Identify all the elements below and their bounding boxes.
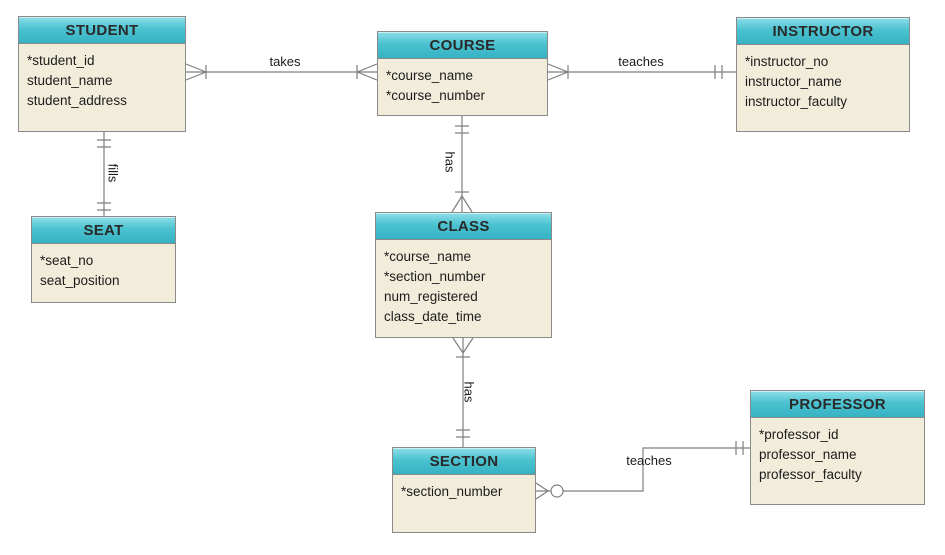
entity-professor[interactable]: PROFESSOR *professor_id professor_name p…	[750, 390, 925, 505]
one-and-only-one-ticks-icon	[735, 441, 744, 455]
entity-instructor-header: INSTRUCTOR	[737, 18, 909, 45]
one-and-only-one-ticks-icon	[456, 429, 470, 438]
attribute-row: seat_position	[40, 273, 120, 288]
attribute-row: *section_number	[384, 269, 486, 284]
entity-section-header: SECTION	[393, 448, 535, 475]
entity-professor-attributes: *professor_id professor_name professor_f…	[751, 418, 924, 485]
relationship-takes[interactable]: takes	[185, 54, 378, 81]
attribute-row: *course_number	[386, 88, 486, 103]
one-and-only-one-ticks-icon	[97, 139, 111, 148]
entity-seat[interactable]: SEAT *seat_no seat_position	[31, 216, 176, 303]
entity-seat-attributes: *seat_no seat_position	[32, 244, 175, 291]
one-and-only-one-ticks-icon	[455, 125, 469, 134]
entity-class-attributes: *course_name *section_number num_registe…	[376, 240, 551, 327]
attribute-row: num_registered	[384, 289, 478, 304]
attribute-row: instructor_name	[745, 74, 842, 89]
entity-seat-title: SEAT	[83, 221, 124, 239]
crowfoot-many-icon	[547, 63, 569, 81]
relationship-teaches-professor[interactable]: teaches	[535, 441, 750, 500]
entity-student-header: STUDENT	[19, 17, 185, 44]
entity-class[interactable]: CLASS *course_name *section_number num_r…	[375, 212, 552, 338]
attribute-row: *student_id	[27, 53, 95, 68]
entity-section-title: SECTION	[429, 452, 499, 470]
crowfoot-many-icon	[356, 63, 378, 81]
relationship-label: has	[462, 382, 477, 403]
relationship-teaches-instructor[interactable]: teaches	[547, 54, 736, 81]
entity-section[interactable]: SECTION *section_number	[392, 447, 536, 533]
one-and-only-one-ticks-icon	[714, 65, 723, 79]
crowfoot-many-icon	[451, 195, 473, 213]
attribute-row: class_date_time	[384, 309, 482, 324]
entity-course-attributes: *course_name *course_number	[378, 59, 547, 106]
zero-optional-circle-icon	[550, 484, 564, 498]
relationship-has-course-class[interactable]: has	[443, 116, 473, 213]
entity-student-attributes: *student_id student_name student_address	[19, 44, 185, 111]
attribute-row: professor_faculty	[759, 467, 862, 482]
relationship-has-class-section[interactable]: has	[452, 337, 477, 447]
attribute-row: *section_number	[401, 484, 503, 499]
entity-course[interactable]: COURSE *course_name *course_number	[377, 31, 548, 116]
entity-seat-header: SEAT	[32, 217, 175, 244]
entity-section-attributes: *section_number	[393, 475, 535, 502]
attribute-row: professor_name	[759, 447, 857, 462]
relationship-label: takes	[269, 54, 301, 69]
entity-instructor-title: INSTRUCTOR	[772, 22, 874, 40]
one-and-only-one-ticks-icon	[97, 202, 111, 211]
entity-course-header: COURSE	[378, 32, 547, 59]
crowfoot-many-icon	[452, 337, 474, 354]
crowfoot-many-icon	[185, 63, 207, 81]
entity-instructor-attributes: *instructor_no instructor_name instructo…	[737, 45, 909, 112]
attribute-row: *course_name	[384, 249, 472, 264]
attribute-row: instructor_faculty	[745, 94, 848, 109]
attribute-row: student_name	[27, 73, 113, 88]
attribute-row: student_address	[27, 93, 127, 108]
attribute-row: *instructor_no	[745, 54, 829, 69]
entity-student-title: STUDENT	[65, 21, 139, 39]
relationship-label: teaches	[618, 54, 664, 69]
entity-class-title: CLASS	[437, 217, 490, 235]
relationship-fills[interactable]: fills	[97, 132, 121, 216]
entity-class-header: CLASS	[376, 213, 551, 240]
attribute-row: *professor_id	[759, 427, 839, 442]
crowfoot-many-icon	[535, 482, 549, 500]
entity-student[interactable]: STUDENT *student_id student_name student…	[18, 16, 186, 132]
relationship-label: teaches	[626, 453, 672, 468]
entity-course-title: COURSE	[429, 36, 496, 54]
attribute-row: *course_name	[386, 68, 474, 83]
entity-instructor[interactable]: INSTRUCTOR *instructor_no instructor_nam…	[736, 17, 910, 132]
entity-professor-title: PROFESSOR	[789, 395, 886, 413]
relationship-line	[536, 447, 750, 492]
attribute-row: *seat_no	[40, 253, 94, 268]
relationship-label: has	[443, 152, 458, 173]
entity-professor-header: PROFESSOR	[751, 391, 924, 418]
relationship-label: fills	[106, 164, 121, 183]
